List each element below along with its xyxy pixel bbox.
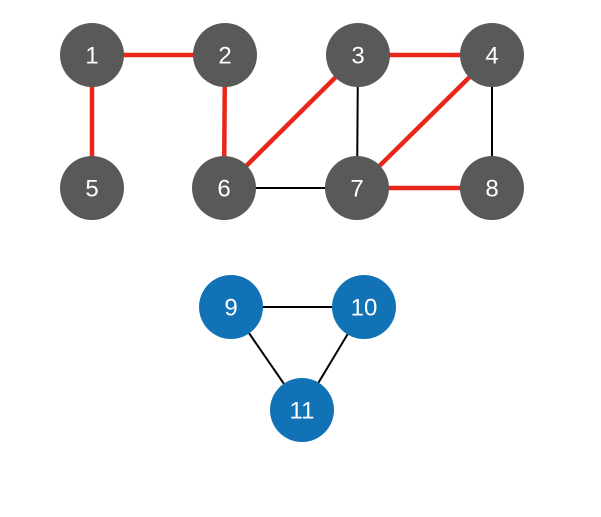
graph-node-3: 3 xyxy=(326,23,390,87)
node-label-1: 1 xyxy=(85,42,98,69)
graph-node-7: 7 xyxy=(325,156,389,220)
node-circle-5 xyxy=(60,156,124,220)
graph-node-11: 11 xyxy=(270,378,334,442)
node-label-10: 10 xyxy=(351,294,378,321)
node-label-5: 5 xyxy=(85,175,98,202)
node-label-8: 8 xyxy=(485,175,498,202)
graph-node-1: 1 xyxy=(60,23,124,87)
node-circle-1 xyxy=(60,23,124,87)
graph-node-6: 6 xyxy=(192,156,256,220)
node-label-3: 3 xyxy=(351,42,364,69)
graph-node-10: 10 xyxy=(332,275,396,339)
node-circle-6 xyxy=(192,156,256,220)
graph-node-2: 2 xyxy=(193,23,257,87)
node-label-6: 6 xyxy=(217,175,230,202)
node-circle-11 xyxy=(270,378,334,442)
node-label-11: 11 xyxy=(290,397,315,424)
node-label-9: 9 xyxy=(224,294,237,321)
node-label-2: 2 xyxy=(218,42,231,69)
graph-node-4: 4 xyxy=(460,23,524,87)
graph-node-5: 5 xyxy=(60,156,124,220)
node-circle-9 xyxy=(199,275,263,339)
node-circle-8 xyxy=(460,156,524,220)
node-circle-2 xyxy=(193,23,257,87)
graph-node-8: 8 xyxy=(460,156,524,220)
node-circle-4 xyxy=(460,23,524,87)
node-label-4: 4 xyxy=(485,42,498,69)
node-circle-7 xyxy=(325,156,389,220)
node-label-7: 7 xyxy=(350,175,363,202)
graph-node-9: 9 xyxy=(199,275,263,339)
node-circle-10 xyxy=(332,275,396,339)
node-circle-3 xyxy=(326,23,390,87)
